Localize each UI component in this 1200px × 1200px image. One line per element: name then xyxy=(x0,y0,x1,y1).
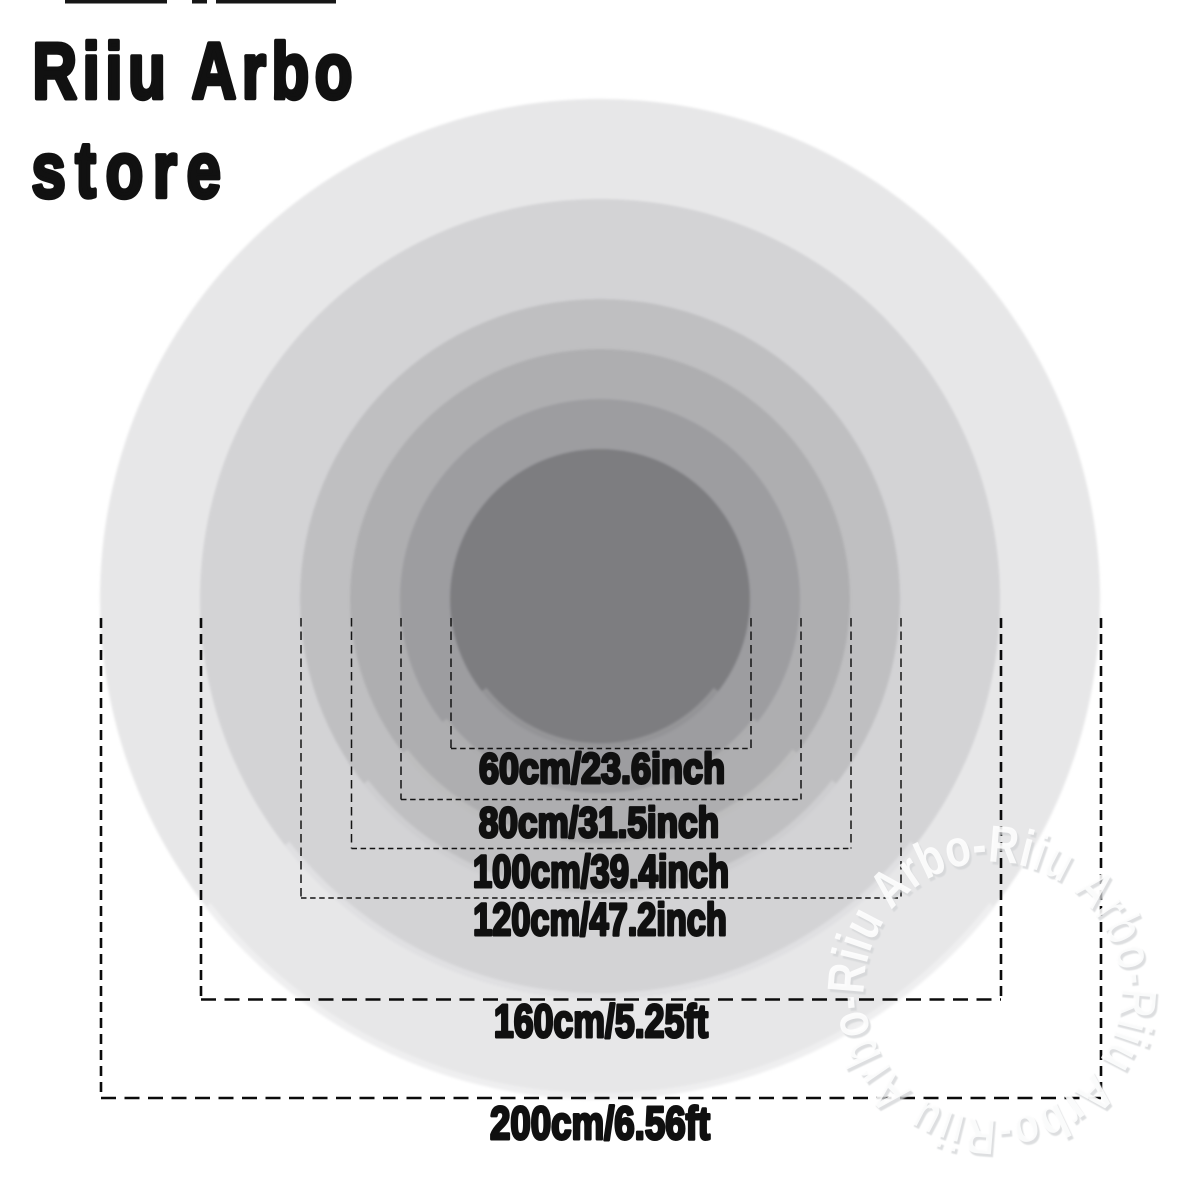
svg-text:R: R xyxy=(1107,985,1168,1020)
svg-text:-: - xyxy=(972,818,991,878)
svg-text:R: R xyxy=(989,817,1024,878)
svg-text:160cm/5.25ft: 160cm/5.25ft xyxy=(494,996,708,1047)
svg-text:store: store xyxy=(32,127,231,215)
svg-text:-: - xyxy=(996,1106,1015,1166)
svg-text:-: - xyxy=(1108,967,1168,986)
svg-text:R: R xyxy=(987,814,1022,875)
svg-text:R: R xyxy=(965,1108,1000,1169)
svg-text:Riiu Arbo: Riiu Arbo xyxy=(33,28,358,116)
svg-text:-: - xyxy=(998,1109,1017,1169)
svg-text:-: - xyxy=(1110,970,1170,989)
svg-text:R: R xyxy=(818,964,879,999)
svg-text:200cm/6.56ft: 200cm/6.56ft xyxy=(490,1098,710,1149)
svg-text:80cm/31.5inch: 80cm/31.5inch xyxy=(479,799,719,847)
svg-text:R: R xyxy=(816,961,877,996)
svg-text:-: - xyxy=(969,815,988,875)
svg-text:120cm/47.2inch: 120cm/47.2inch xyxy=(473,894,727,945)
svg-text:-: - xyxy=(817,994,877,1013)
svg-text:R: R xyxy=(1110,988,1171,1023)
svg-text:60cm/23.6inch: 60cm/23.6inch xyxy=(479,745,725,793)
svg-text:R: R xyxy=(963,1105,998,1166)
svg-text:-: - xyxy=(819,997,879,1016)
svg-text:100cm/39.4inch: 100cm/39.4inch xyxy=(473,846,729,897)
